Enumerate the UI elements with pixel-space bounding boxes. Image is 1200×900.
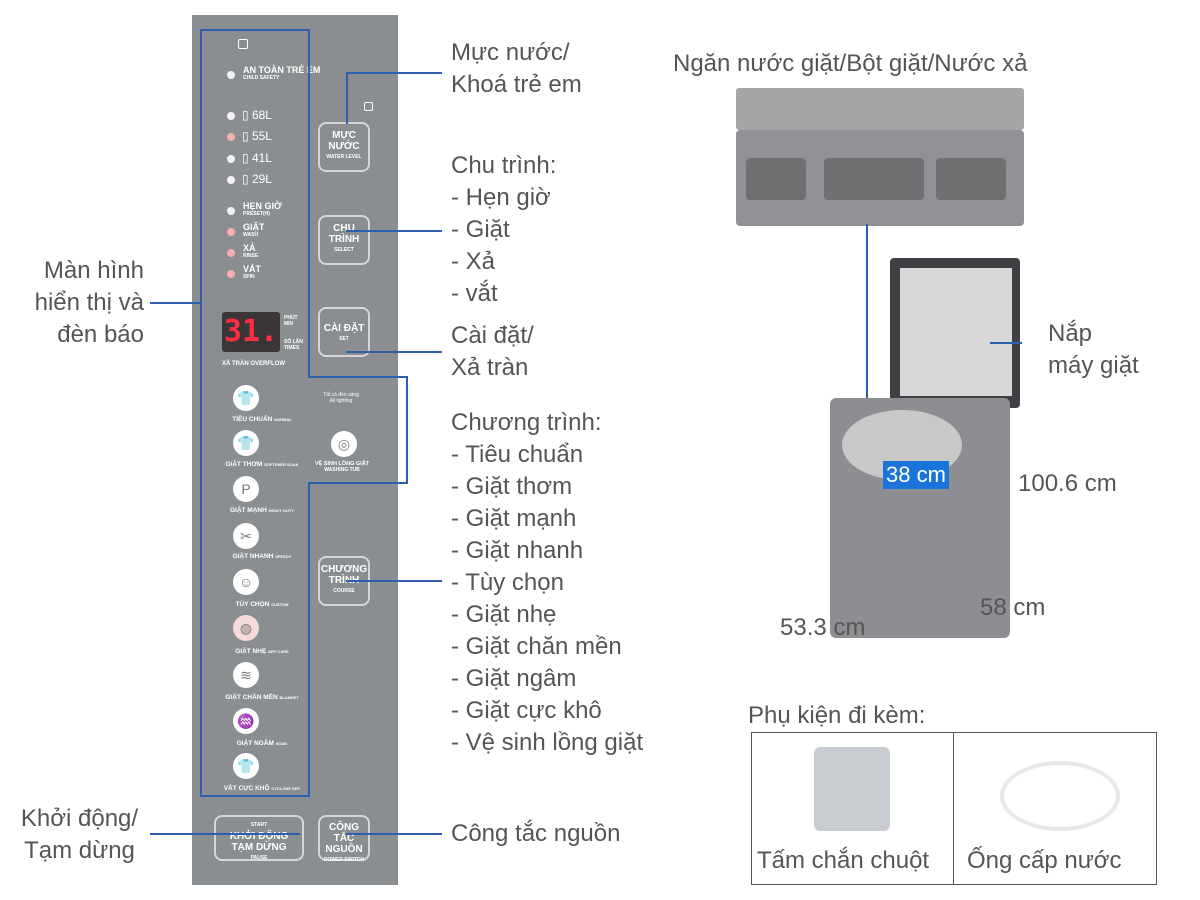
program-normal: TIÊU CHUẨN NORMAL	[232, 416, 292, 423]
accessories-title: Phụ kiện đi kèm:	[748, 702, 926, 729]
water-hose-image	[1000, 761, 1120, 831]
lock-icon	[238, 39, 248, 49]
level-55: ▯ 55L	[242, 129, 272, 143]
normal-icon: 👕	[233, 385, 259, 411]
cycle-callout: Chu trình:- Hẹn giờ- Giặt- Xả- vắt	[451, 152, 557, 307]
overflow-label: XẢ TRÀN OVERFLOW	[222, 361, 285, 367]
programs-callout: Chương trình:- Tiêu chuẩn- Giặt thơm- Gi…	[451, 409, 644, 756]
depth-label: 58 cm	[980, 594, 1046, 621]
accessories-box: Tấm chắn chuột Ống cấp nước	[751, 732, 1157, 885]
heavy-duty-icon: P	[233, 476, 259, 502]
digital-display: 31.	[222, 312, 280, 352]
program-dry-care: GIẶT NHẸ DRY CARE	[235, 648, 289, 655]
program-cyclone-dry: VẮT CỰC KHÔ CYCLONE DRY	[223, 785, 301, 792]
washing-machine-image	[820, 258, 1025, 643]
lock-icon	[364, 102, 373, 111]
level-29: ▯ 29L	[242, 172, 272, 186]
display-min-label: PHÚT MIN	[284, 315, 298, 327]
tub-clean-icon: ◎	[331, 431, 357, 457]
program-speedy: GIẶT NHANH SPEEDY	[232, 553, 292, 560]
cyclone-dry-icon: 👕	[233, 753, 259, 779]
child-safety-led	[227, 71, 235, 79]
width-label: 53.3 cm	[780, 614, 866, 641]
height-label: 100.6 cm	[1018, 470, 1117, 497]
detergent-drawer-image	[736, 88, 1024, 226]
rat-guard-image	[814, 747, 890, 831]
program-heavy: GIẶT MẠNH HEAVY DUTY	[229, 507, 295, 514]
program-softener: GIẶT THƠM SOFTENER SOAK	[225, 461, 299, 468]
accessory-rat-guard: Tấm chắn chuột	[757, 847, 930, 874]
display-times-label: SỐ LẦN TIMES	[284, 339, 303, 351]
water-callout: Mực nước/Khoá trẻ em	[451, 39, 582, 98]
dry-care-icon: ◍	[233, 615, 259, 641]
softener-icon: 👕	[233, 430, 259, 456]
tub-width-label: 38 cm	[883, 461, 949, 489]
set-callout: Cài đặt/Xả tràn	[451, 322, 534, 381]
program-blanket: GIẶT CHĂN MỀN BLANKET	[225, 694, 299, 701]
soak-icon: ♒	[233, 708, 259, 734]
start-callout: Khởi động/Tạm dừng	[20, 805, 139, 864]
custom-icon: ☺	[233, 569, 259, 595]
program-soak: GIẶT NGÂM SOAK	[236, 740, 288, 747]
display-group-outline	[200, 29, 310, 378]
level-68: ▯ 68L	[242, 108, 272, 122]
drawer-callout: Ngăn nước giặt/Bột giặt/Nước xả	[673, 50, 1028, 77]
accessory-water-hose: Ống cấp nước	[967, 847, 1122, 874]
speedy-icon: ✂	[233, 523, 259, 549]
blanket-icon: ≋	[233, 662, 259, 688]
power-callout: Công tắc nguồn	[451, 820, 621, 847]
program-custom: TÙY CHỌN CUSTOM	[235, 601, 289, 608]
level-41: ▯ 41L	[242, 151, 272, 165]
